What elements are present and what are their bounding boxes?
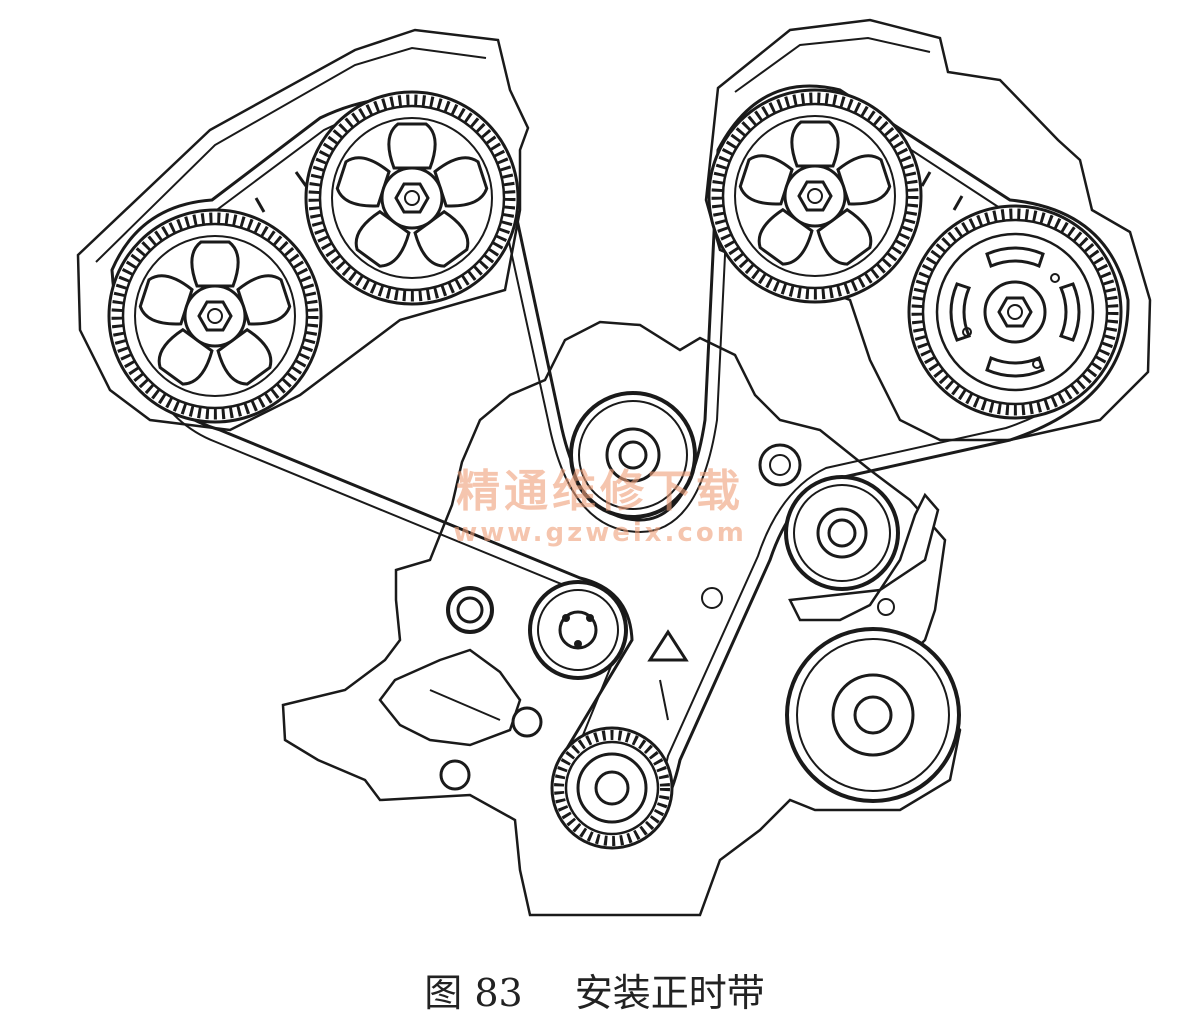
left-idler-pulley: [528, 580, 628, 680]
timing-marks: [254, 171, 964, 213]
left-intake-cam-sprocket: [109, 210, 321, 422]
figure-title: 安装正时带: [574, 971, 765, 1015]
bracket-bolt: [877, 598, 895, 616]
crank-mark-line: [659, 679, 669, 721]
water-pump-pulley: [569, 391, 697, 519]
upper-idler-pulley: [784, 475, 900, 591]
right-intake-vvt-sprocket: [909, 206, 1121, 418]
mounting-boss-center: [758, 443, 802, 487]
right-cover-inner-edge: [734, 36, 931, 93]
block-bolt: [701, 587, 723, 609]
tensioner-bolt-upper: [511, 706, 543, 738]
tensioner-rod: [429, 689, 501, 721]
crank-timing-mark: [647, 629, 689, 662]
left-cover-inner-edge: [95, 46, 487, 263]
small-guide-pulley: [446, 586, 494, 634]
lower-idler-pulley: [785, 627, 961, 803]
figure-number: 图 83: [424, 971, 523, 1015]
crankshaft-sprocket: [552, 728, 672, 848]
timing-belt-diagram: [76, 18, 1152, 917]
left-exhaust-cam-sprocket: [306, 92, 518, 304]
tensioner-bracket: [788, 492, 940, 622]
right-exhaust-cam-sprocket: [709, 90, 921, 302]
tensioner-bolt-lower: [439, 759, 471, 791]
figure-caption: 图 83 安装正时带: [0, 962, 1189, 1017]
